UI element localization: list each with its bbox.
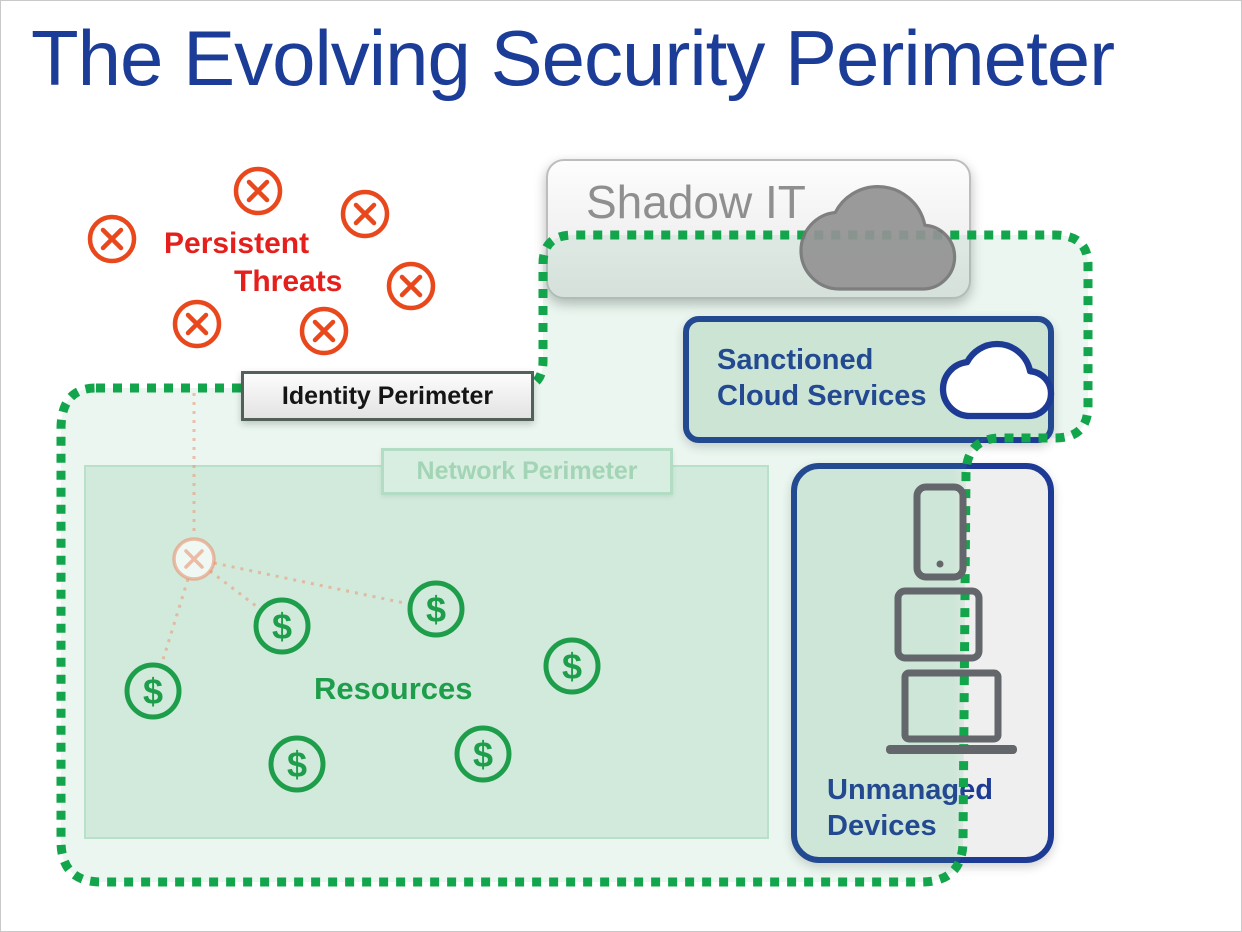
persistent-threats-label-line1: Persistent: [164, 227, 310, 260]
threat-icon: [299, 306, 349, 356]
resources-label: Resources: [314, 671, 473, 706]
threat-icon: [233, 166, 283, 216]
threat-icon: [87, 214, 137, 264]
unmanaged-label-line2: Devices: [827, 810, 937, 842]
threat-icons: [87, 166, 436, 356]
network-perimeter-label-text: Network Perimeter: [416, 457, 638, 485]
persistent-threats-label-line2: Threats: [234, 265, 343, 298]
unmanaged-devices-box: Unmanaged Devices: [791, 463, 1054, 863]
threat-icon: [386, 261, 436, 311]
sanctioned-cloud-services-box: Sanctioned Cloud Services: [683, 316, 1054, 443]
shadow-it-box: Shadow IT: [546, 159, 971, 299]
unmanaged-label-line1: Unmanaged: [827, 774, 993, 806]
network-perimeter-label: Network Perimeter: [381, 448, 673, 495]
network-perimeter-region: [84, 465, 769, 839]
sanctioned-label-line2: Cloud Services: [717, 380, 927, 412]
threat-icon: [172, 299, 222, 349]
shadow-it-label: Shadow IT: [586, 176, 806, 228]
threat-icon: [340, 189, 390, 239]
sanctioned-cloud-services-label: Sanctioned Cloud Services: [717, 342, 927, 414]
identity-perimeter-label-text: Identity Perimeter: [281, 381, 494, 410]
sanctioned-label-line1: Sanctioned: [717, 344, 874, 376]
page-title: The Evolving Security Perimeter: [31, 14, 1115, 102]
identity-perimeter-label: Identity Perimeter: [241, 371, 534, 421]
unmanaged-devices-label: Unmanaged Devices: [827, 772, 993, 844]
